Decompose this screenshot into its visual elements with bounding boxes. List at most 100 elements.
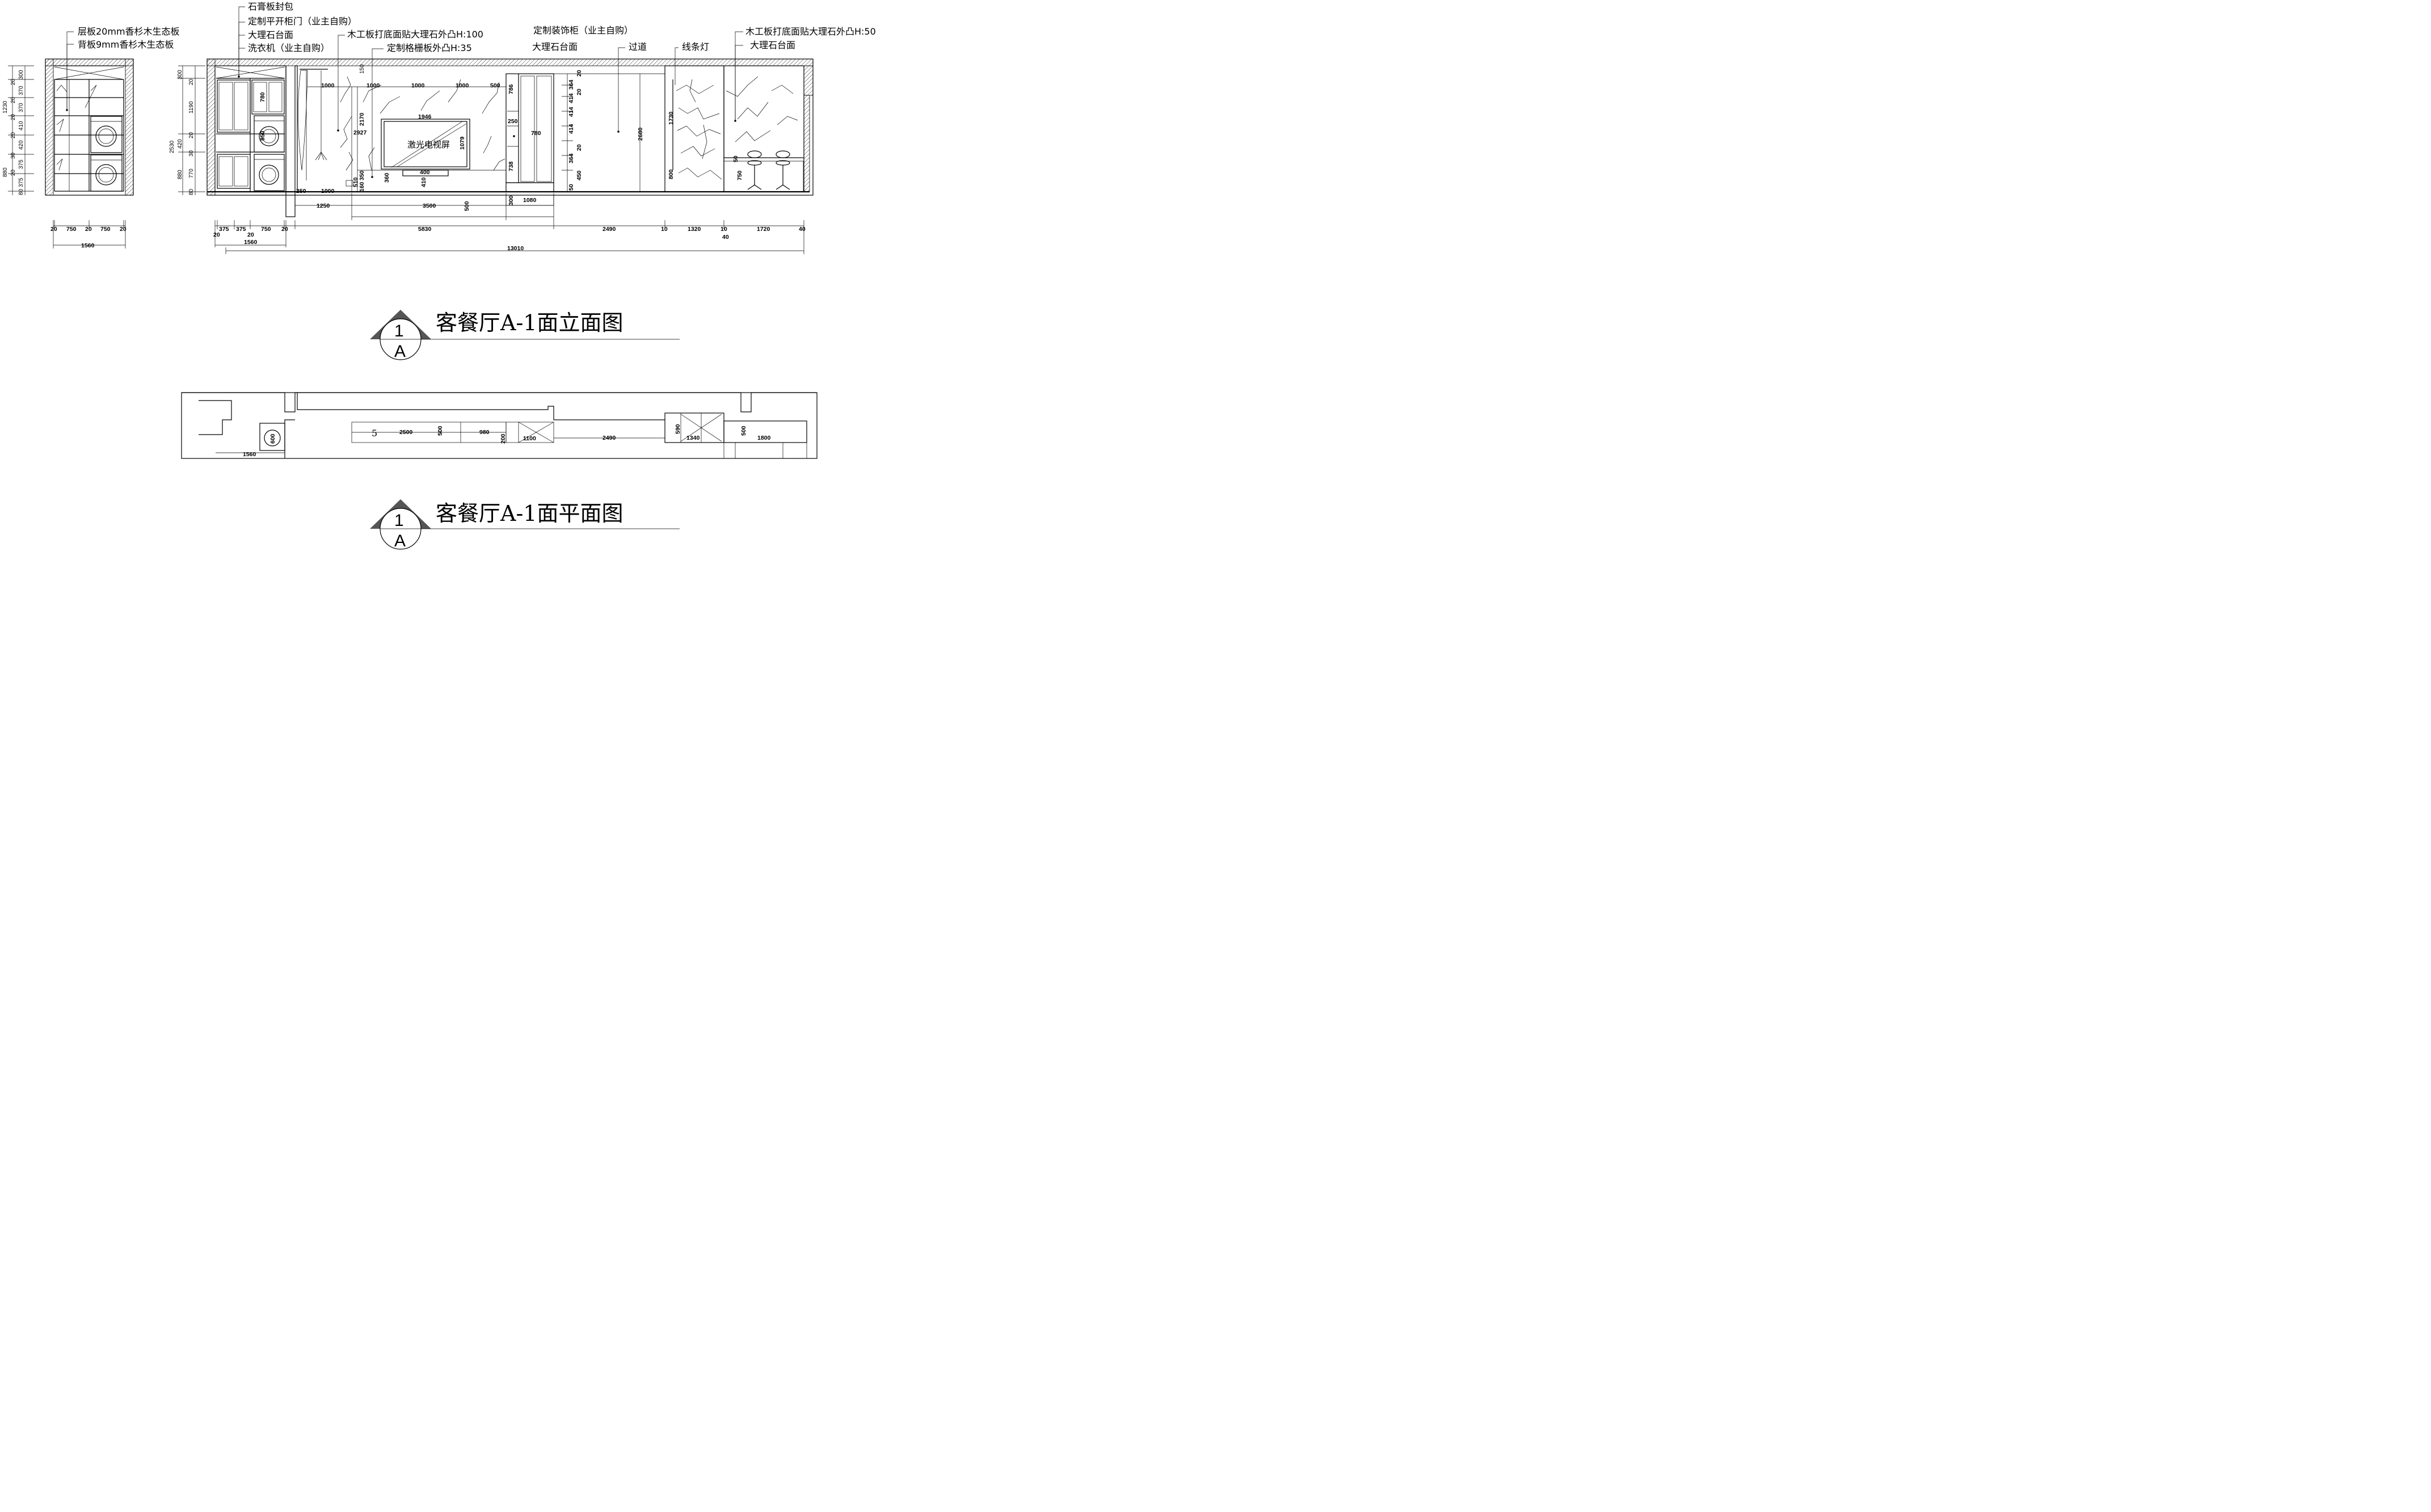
dim-bottom-375a: 375 [219,226,229,233]
dim-main-420: 420 [177,139,183,149]
dim-cor-450: 450 [576,170,583,180]
left-cabinet-elevation: 层板20mm香杉木生态板 背板9mm香杉木生态板 1230 880 300 20… [2,26,180,249]
dim-under-1250: 1250 [317,203,330,209]
dim-bottom-40b: 40 [722,234,729,241]
washing-machine-icon [254,154,285,191]
dim-cor-364b: 364 [568,153,575,163]
elevation-title: 客餐厅A-1面立面图 [436,310,623,335]
dim-cor-414a: 414 [568,93,575,103]
dim-left-80: 80 [18,188,24,195]
dim-under-3500: 3500 [423,203,436,209]
dim-left-b20c: 20 [120,226,127,233]
dim-under-1080: 1080 [523,197,537,204]
dim-plan-200: 200 [500,433,507,444]
dim-main-770: 770 [188,169,195,178]
dim-plan-5: 5 [372,428,377,439]
dim-plan-1560: 1560 [243,451,256,458]
dim-left-20a: 20 [10,78,16,85]
dim-right-800: 800 [668,169,675,179]
dim-cor-414c: 414 [568,124,575,134]
plan-title-block: 1 A 客餐厅A-1面平面图 [370,499,680,550]
dim-bottom-1560: 1560 [244,239,258,246]
dim-left-b750b: 750 [100,226,111,233]
label-wood-marble-50: 木工板打底面贴大理石外凸H:50 [745,26,876,37]
pendant-lamp-icon [315,70,327,161]
dim-cor-20a: 20 [576,70,583,77]
dim-tv-width: 1946 [418,113,432,120]
dim-left-420: 420 [18,140,24,150]
dim-plan-1100: 1100 [523,435,536,442]
dim-main-20a: 20 [188,78,195,85]
dim-bottom-375b: 375 [236,226,246,233]
dim-left-300: 300 [18,70,24,79]
dim-bottom-10a: 10 [661,226,668,233]
dim-wall-250: 250 [296,188,306,195]
dim-plan-2500: 2500 [399,429,413,436]
washing-machine-icon [90,116,123,153]
bubble-letter: A [394,342,406,361]
dim-left-20e: 20 [10,169,16,176]
dim-right-1730: 1730 [668,111,675,125]
dim-wall-1000e: 1000 [321,188,335,195]
dim-left-b20b: 20 [85,226,92,233]
dim-plan-1800: 1800 [757,435,771,441]
dim-plan-500: 500 [437,426,444,436]
dim-main-30: 30 [188,150,195,157]
label-line-light: 线条灯 [682,41,709,52]
washing-machine-icon: 600 [259,423,285,451]
dim-bottom-5830: 5830 [418,226,432,233]
washing-machine-icon [90,154,123,192]
dim-bottom-20c: 20 [247,231,254,238]
bubble-number-plan: 1 [394,511,404,530]
dim-plan-590: 590 [675,424,681,434]
label-deco-cabinet: 定制装饰柜（业主自购） [533,25,633,36]
dim-left-375b: 375 [18,178,24,187]
label-shelf-board: 层板20mm香杉木生态板 [78,26,180,37]
dim-main-1190: 1190 [188,101,195,113]
dim-wall-1000a: 1000 [321,82,335,89]
dim-cor-20c: 20 [576,144,583,151]
dim-cor-50: 50 [568,184,575,191]
dim-wall-350: 350 [359,170,365,180]
dim-cor-20b: 20 [576,89,583,95]
label-gypsum-wrap: 石膏板封包 [248,1,293,12]
label-marble-top-left: 大理石台面 [248,30,293,40]
dim-bottom-20b: 20 [281,226,288,233]
dim-cor-414b: 414 [568,107,575,117]
bar-stool-icon [776,150,790,190]
dim-cab-780: 780 [259,92,266,102]
dim-left-20b: 20 [10,96,16,103]
dim-bottom-13010: 13010 [507,245,524,252]
dim-bottom-750: 750 [261,226,271,233]
label-marble-top-mid: 大理石台面 [532,41,578,52]
dim-plan-980: 980 [479,429,490,436]
dim-corridor-height: 2680 [637,127,644,141]
dim-left-370a: 370 [18,86,24,95]
dim-plan-1340: 1340 [686,435,700,441]
dim-bottom-1720: 1720 [757,226,770,233]
dim-wall-1000b: 1000 [366,82,380,89]
bubble-number: 1 [394,322,404,340]
dim-under-300: 300 [508,195,515,205]
dim-left-880: 880 [2,167,9,177]
main-elevation: 激光电视屏 1000 1000 1000 1000 500 150 2170 2… [169,1,876,254]
dim-left-410: 410 [18,121,24,130]
dim-cab-250: 250 [508,118,518,125]
dim-plan-500b: 500 [740,426,747,436]
dim-main-20b: 20 [188,132,195,138]
dim-bar-750: 750 [736,170,743,180]
dim-wall-1000d: 1000 [456,82,469,89]
elevation-title-block: 1 A 客餐厅A-1面立面图 [370,310,680,361]
drawing-sheet: 层板20mm香杉木生态板 背板9mm香杉木生态板 1230 880 300 20… [0,0,890,553]
label-grille-35: 定制格栅板外凸H:35 [387,43,472,53]
dim-cab-850: 850 [259,130,266,141]
dim-left-b750a: 750 [66,226,77,233]
label-corridor: 过道 [629,41,647,52]
dim-left-375a: 375 [18,159,24,169]
dim-plan-2490: 2490 [603,435,616,441]
bubble-letter-plan: A [394,532,406,550]
dim-left-1230: 1230 [2,100,9,113]
dim-bottom-1320: 1320 [688,226,701,233]
dim-wall-2170: 2170 [359,112,365,126]
dim-bottom-2490: 2490 [603,226,616,233]
